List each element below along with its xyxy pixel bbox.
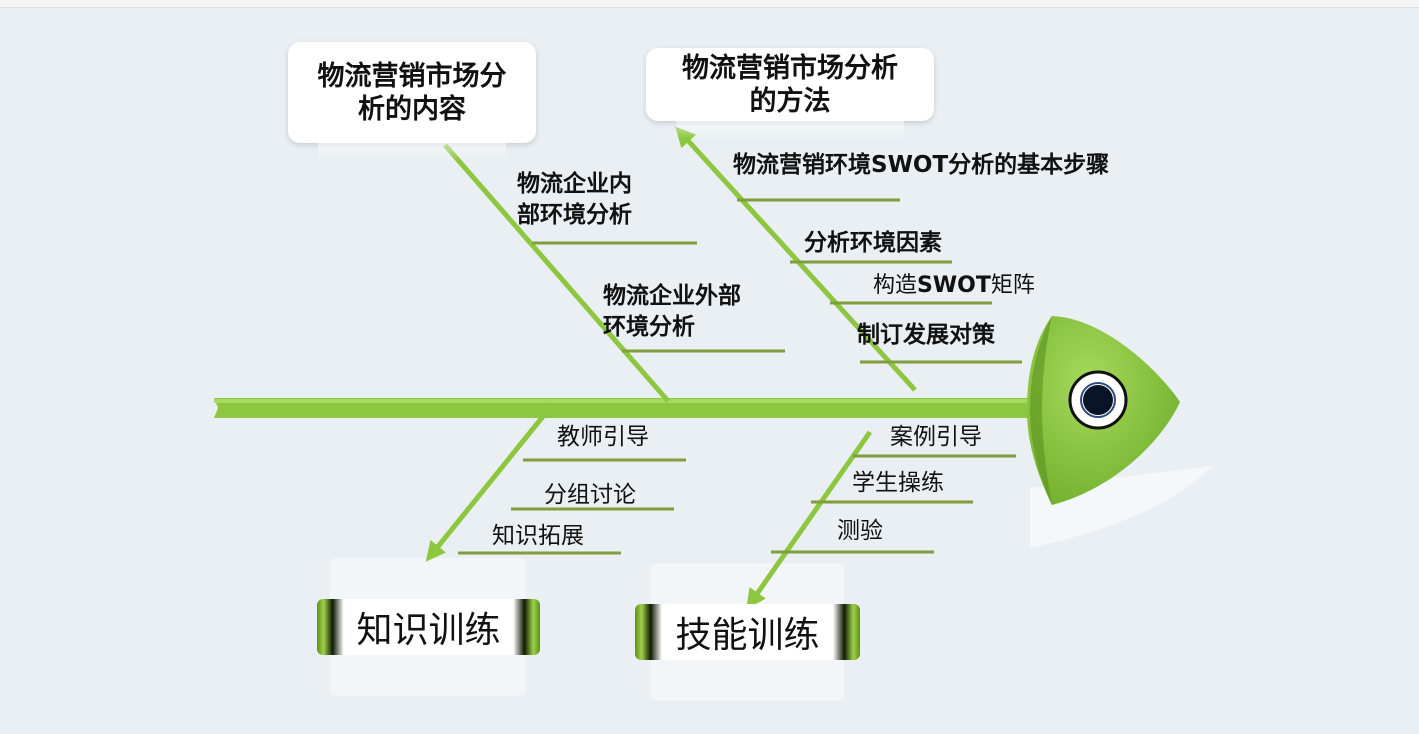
method-box-line1: 物流营销市场分析 <box>682 52 898 85</box>
external-analysis-label: 物流企业外部 环境分析 <box>603 281 741 343</box>
knowledge-item-teacher: 教师引导 <box>557 422 649 453</box>
internal-analysis-label: 物流企业内 部环境分析 <box>517 169 632 231</box>
swot-matrix-label: 构造SWOT矩阵 <box>873 270 1035 301</box>
matrix-mid: SWOT <box>917 273 991 298</box>
skill-item-case: 案例引导 <box>890 422 982 453</box>
skill-training-box: 技能训练 <box>635 604 860 660</box>
fish-eye-pupil <box>1083 385 1113 415</box>
matrix-pre: 构造 <box>873 273 917 298</box>
content-box: 物流营销市场分 析的内容 <box>288 42 536 143</box>
knowledge-training-label: 知识训练 <box>356 601 500 653</box>
external-line1: 物流企业外部 <box>603 281 741 312</box>
method-box-line2: 的方法 <box>682 85 898 118</box>
external-line2: 环境分析 <box>603 312 741 343</box>
matrix-post: 矩阵 <box>991 273 1035 298</box>
content-box-line2: 析的内容 <box>318 93 507 126</box>
internal-line1: 物流企业内 <box>517 169 632 200</box>
factors-label: 分析环境因素 <box>804 228 942 259</box>
content-box-line1: 物流营销市场分 <box>318 60 507 93</box>
skill-training-label: 技能训练 <box>675 606 819 658</box>
skill-item-practice: 学生操练 <box>852 468 944 499</box>
knowledge-training-box: 知识训练 <box>317 599 540 655</box>
swot-steps-label: 物流营销环境SWOT分析的基本步骤 <box>733 150 1109 181</box>
method-box: 物流营销市场分析 的方法 <box>646 48 934 121</box>
strategy-label: 制订发展对策 <box>857 320 995 351</box>
spine-highlight <box>214 399 1030 403</box>
knowledge-item-extend: 知识拓展 <box>492 521 584 552</box>
skill-item-test: 测验 <box>837 516 883 547</box>
internal-line2: 部环境分析 <box>517 200 632 231</box>
knowledge-item-group: 分组讨论 <box>544 480 636 511</box>
